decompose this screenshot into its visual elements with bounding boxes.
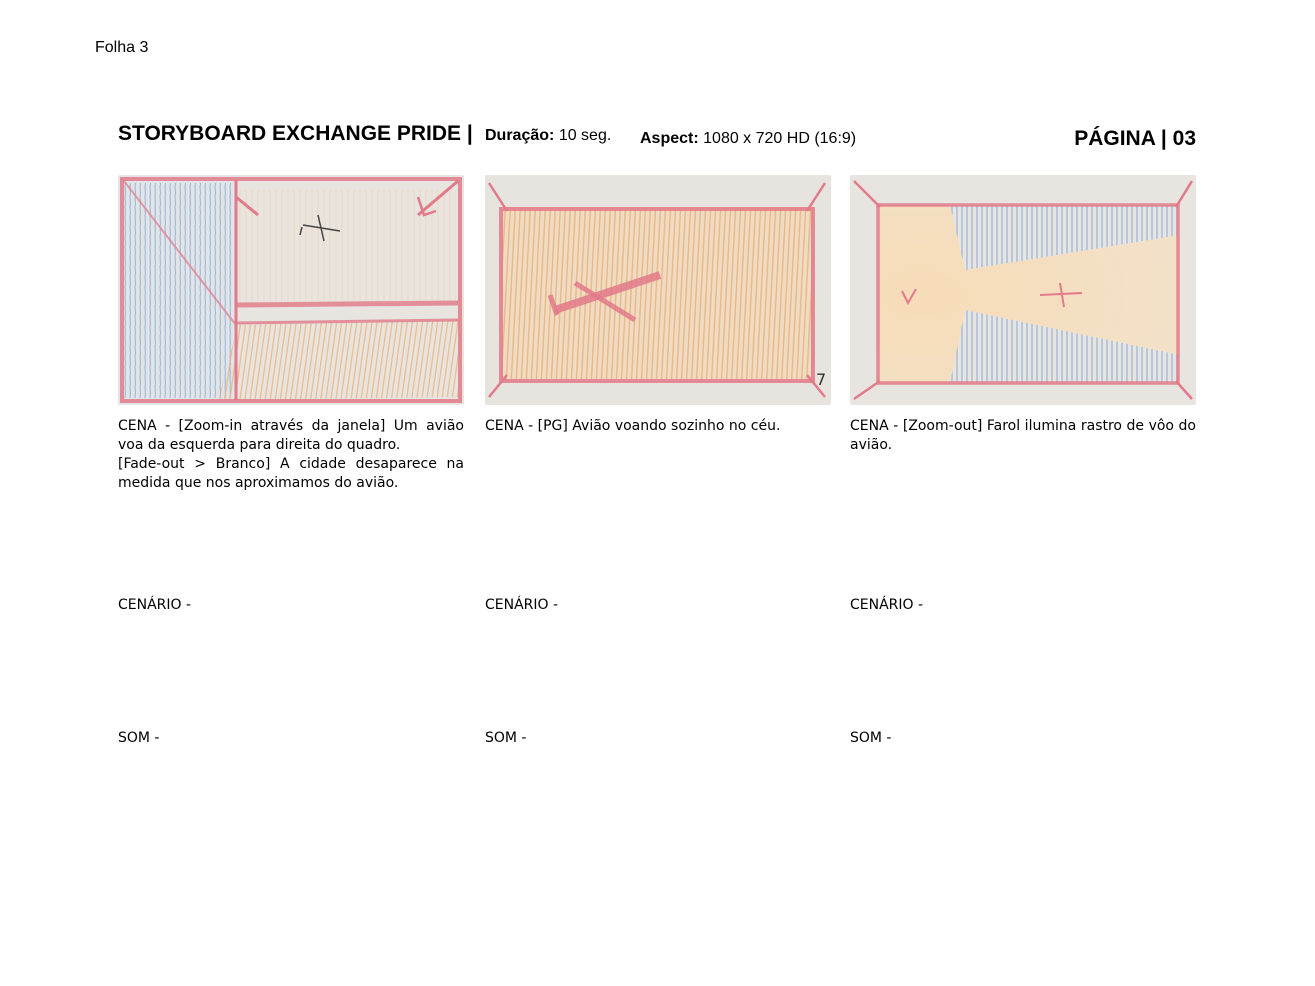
sketch-plane-alone-sky: 7	[485, 175, 831, 405]
scenery-label-1: CENÁRIO -	[118, 597, 192, 613]
svg-text:7: 7	[816, 370, 826, 389]
aspect-label: Aspect:	[640, 130, 699, 147]
scenery-label-3: CENÁRIO -	[850, 597, 924, 613]
storyboard-frame-1	[118, 175, 464, 405]
page-number: PÁGINA | 03	[1074, 127, 1196, 150]
aspect-info: Aspect: 1080 x 720 HD (16:9)	[640, 130, 856, 148]
scene-description-2: CENA - [PG] Avião voando sozinho no céu.	[485, 417, 831, 436]
duration-value: 10 seg.	[558, 127, 612, 144]
storyboard-title: STORYBOARD EXCHANGE PRIDE |	[118, 122, 473, 145]
sound-label-1: SOM -	[118, 730, 160, 746]
sketch-lighthouse-beam-plane	[850, 175, 1196, 405]
scene-text: CENA - [Zoom-out] Farol ilumina rastro d…	[850, 418, 1196, 453]
scenery-label-2: CENÁRIO -	[485, 597, 559, 613]
storyboard-frame-2: 7	[485, 175, 831, 405]
storyboard-frame-3	[850, 175, 1196, 405]
scene-text: [Fade-out > Branco] A cidade desaparece …	[118, 456, 464, 491]
duration-label: Duração:	[485, 127, 555, 144]
sound-label-2: SOM -	[485, 730, 527, 746]
scene-description-1: CENA - [Zoom-in através da janela] Um av…	[118, 417, 464, 493]
aspect-value: 1080 x 720 HD (16:9)	[703, 130, 857, 147]
scene-description-3: CENA - [Zoom-out] Farol ilumina rastro d…	[850, 417, 1196, 455]
sound-label-3: SOM -	[850, 730, 892, 746]
duration-info: Duração: 10 seg.	[485, 127, 611, 145]
scene-text: CENA - [PG] Avião voando sozinho no céu.	[485, 418, 781, 434]
scene-text: CENA - [Zoom-in através da janela] Um av…	[118, 418, 464, 453]
sheet-label: Folha 3	[95, 39, 149, 56]
sketch-zoom-in-window-plane	[118, 175, 464, 405]
